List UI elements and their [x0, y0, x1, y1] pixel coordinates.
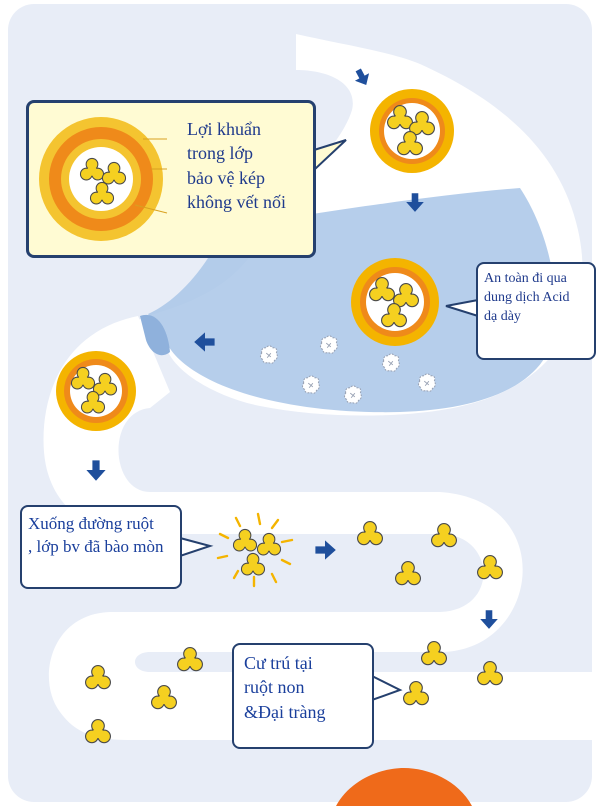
dissolved-particle-icon: [259, 345, 278, 364]
callout-text-line: trong lớp: [187, 143, 254, 164]
callout-text-line: Cư trú tại: [244, 653, 313, 673]
decorative-orange-shape: [336, 768, 472, 806]
callout-reside-in-intestines: Cư trú tại ruột non &Đại tràng: [232, 643, 374, 749]
callout-text-line: ruột non: [244, 677, 305, 698]
callout-text-line: , lớp bv đã bào mòn: [28, 536, 164, 556]
callout-text-line: dạ dày: [484, 308, 521, 324]
capsule-cross-section-icon: [39, 117, 168, 241]
dissolved-particle-icon: [381, 353, 400, 372]
callout-into-intestine: Xuống đường ruột , lớp bv đã bào mòn: [20, 505, 182, 589]
capsule-icon: [370, 89, 454, 173]
callout-text-line: Lợi khuẩn: [187, 119, 262, 139]
callout-double-layer-protection: Lợi khuẩn trong lớp bảo vệ kép không vết…: [26, 100, 316, 258]
callout-text-line: bảo vệ kép: [187, 167, 265, 188]
callout-text-line: không vết nối: [187, 191, 286, 212]
stomach-outlet: [140, 314, 170, 356]
callout-text-line: Xuống đường ruột: [28, 514, 154, 533]
dissolved-particle-icon: [417, 373, 436, 392]
callout-text-line: dung dịch Acid: [484, 289, 570, 305]
burst-rays-icon: [216, 512, 294, 588]
dissolved-particle-icon: [319, 335, 338, 354]
capsule-icon: [351, 258, 439, 346]
dissolved-particle-icon: [301, 375, 320, 394]
dissolved-particle-icon: [343, 385, 362, 404]
capsule-icon: [56, 351, 136, 431]
callout-text-line: An toàn đi qua: [484, 271, 567, 286]
callout-text-line: &Đại tràng: [244, 701, 326, 722]
callout-safe-through-acid: An toàn đi qua dung dịch Acid dạ dày: [476, 262, 596, 360]
